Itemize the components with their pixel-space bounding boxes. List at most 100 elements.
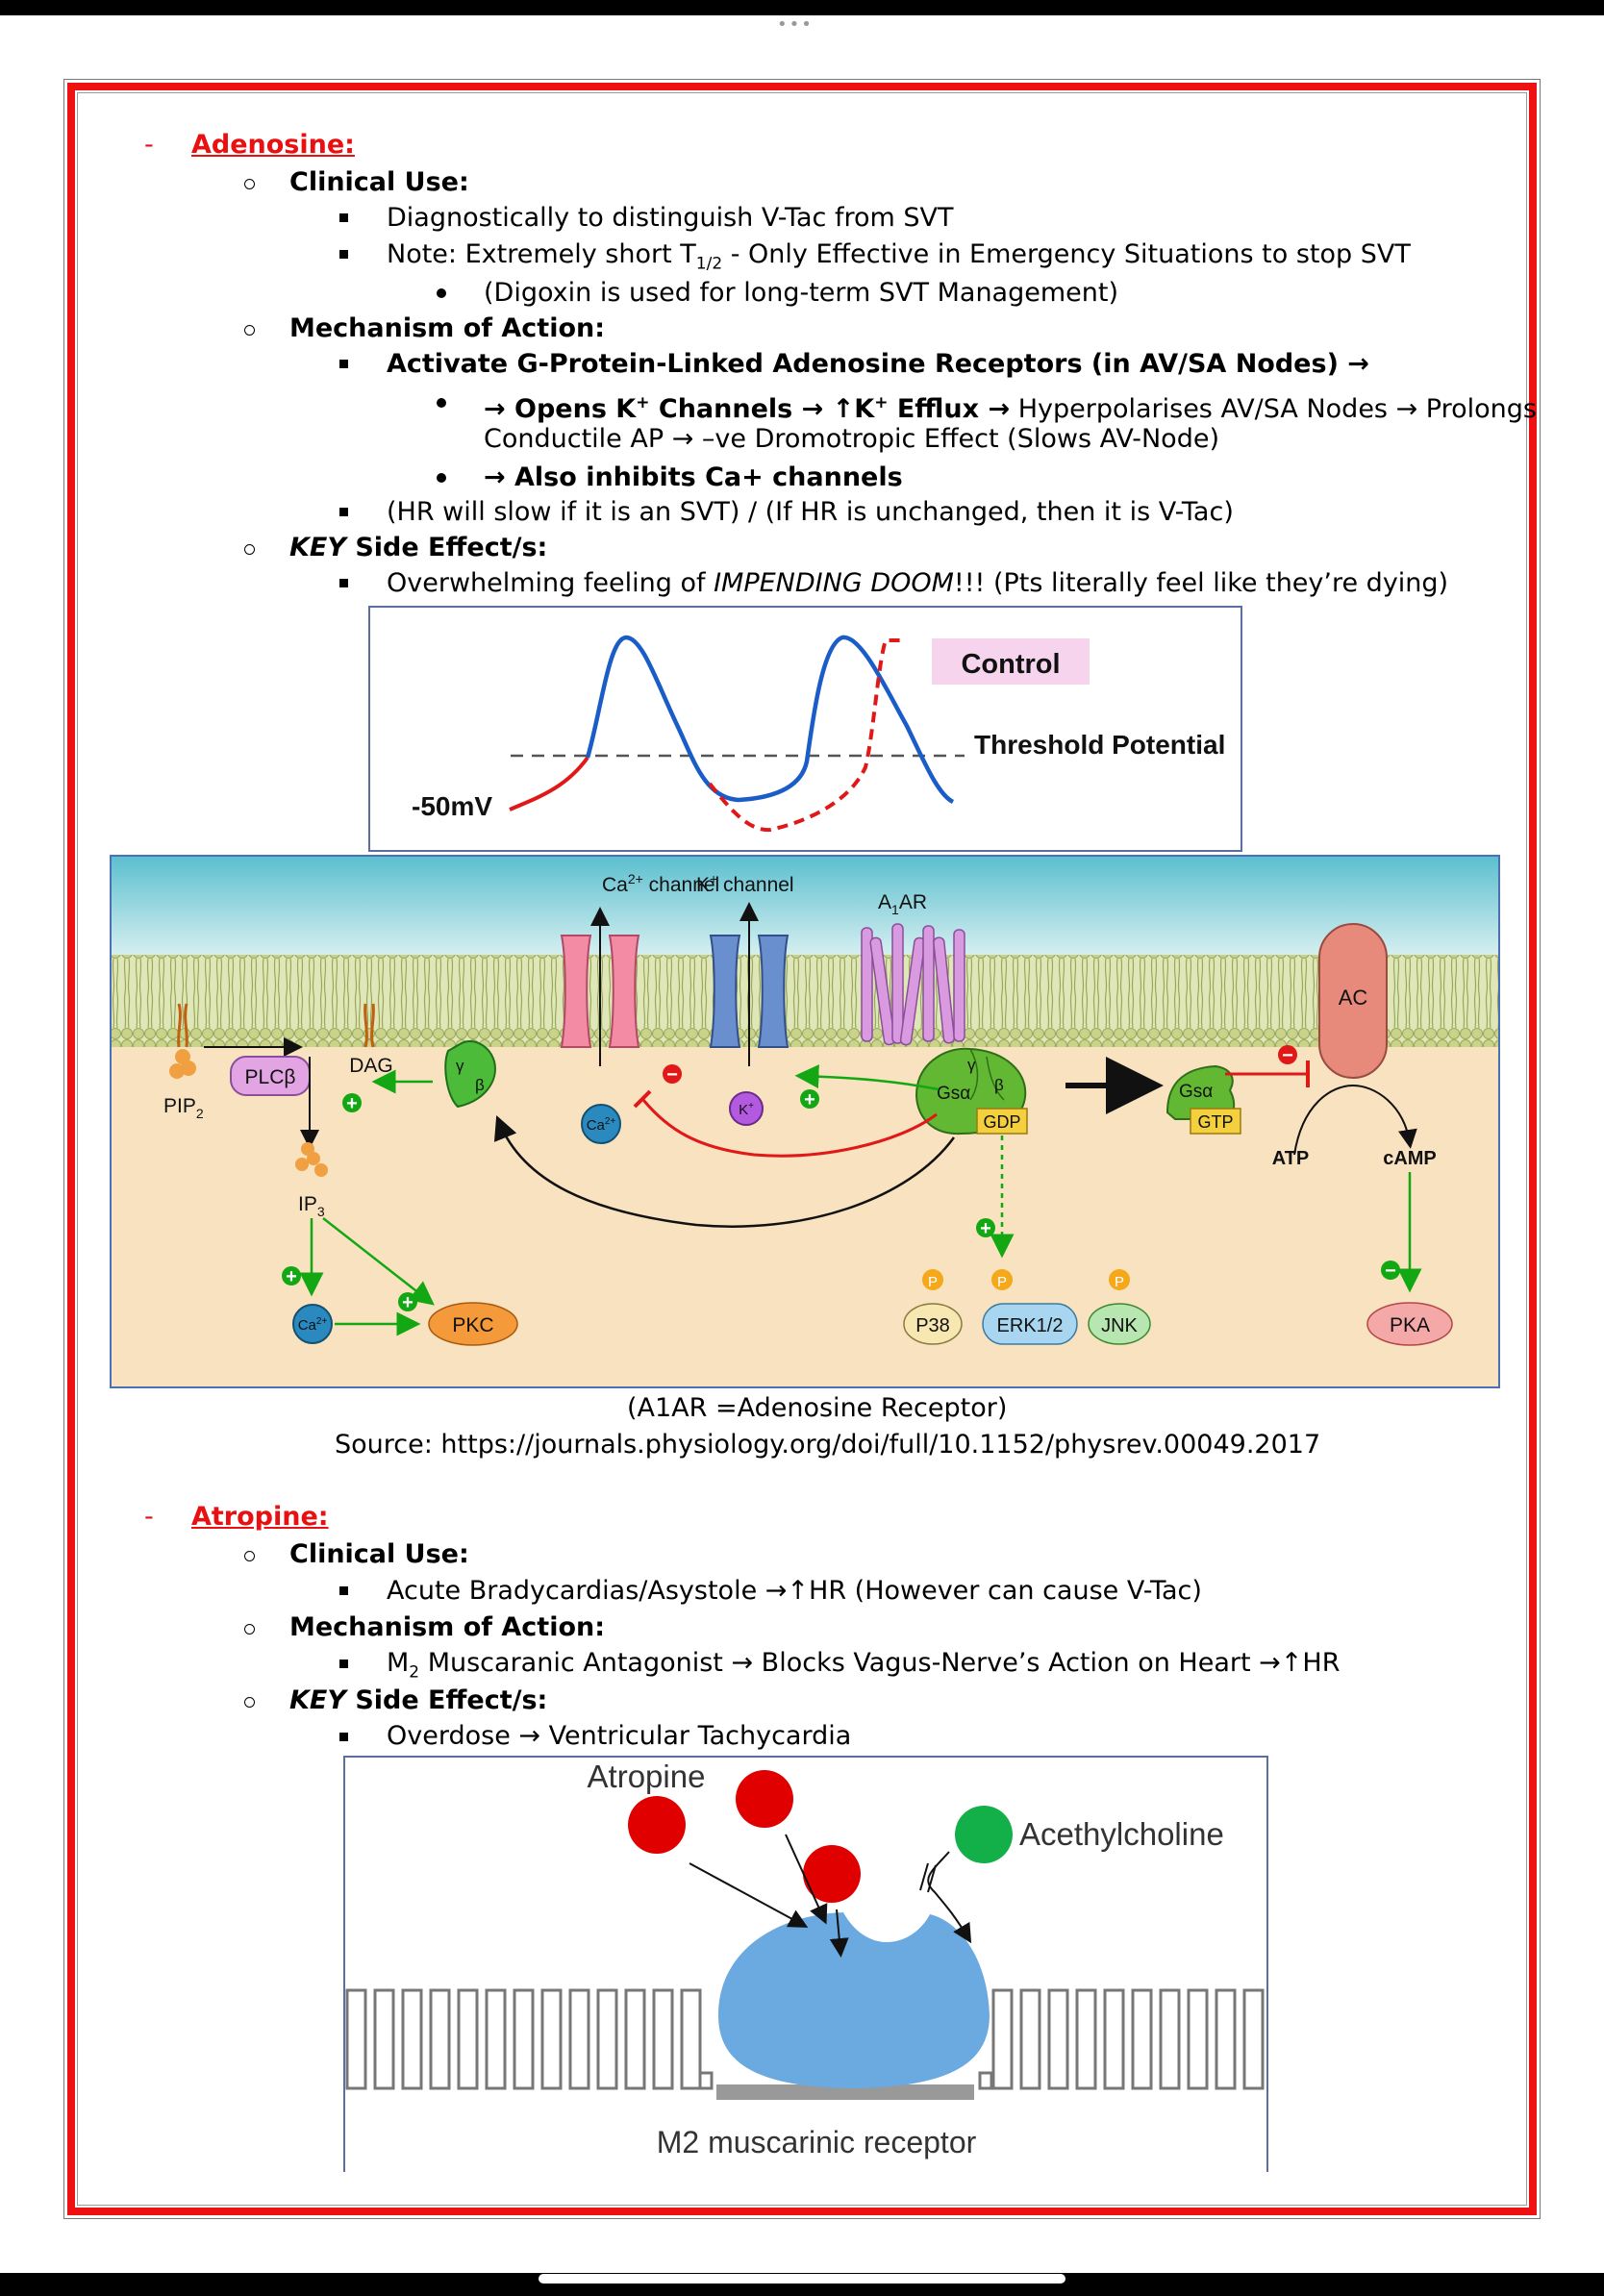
svg-text:+: + [980,1218,991,1239]
blue-normal-trace [585,635,955,805]
dag-lipid [363,1003,375,1048]
moa-item-hr: (HR will slow if it is an SVT) / (If HR … [387,497,1234,527]
list-marker-square [339,1586,348,1595]
figure-caption: (A1AR =Adenosine Receptor) [627,1393,1008,1423]
list-marker-bullet [437,398,446,408]
activate-sign [282,1266,301,1285]
voltage-label: -50mV [412,791,492,821]
gtp-box [1190,1108,1241,1135]
svg-text:K+: K+ [739,1101,754,1118]
blocked-mark [927,1864,937,1893]
list-marker-square [339,250,348,259]
figure-border [368,606,1242,852]
svg-text:+: + [346,1093,358,1114]
ca-channel [560,907,640,1066]
phospho-icon [1109,1269,1130,1290]
atp-label: ATP [1272,1148,1310,1169]
ip3-label: IP3 [298,1193,325,1219]
moa-subitem-ca: → Also inhibits Ca+ channels [484,462,903,492]
cell-membrane [112,955,1498,1047]
pka-label: PKA [1390,1314,1430,1336]
inhibit-sign [663,1064,682,1084]
inhibit-sign [1381,1260,1400,1280]
status-bar [0,0,1604,15]
dash-marker: - [144,130,154,160]
side-effect-item: Overwhelming feeling of IMPENDING DOOM!!… [387,568,1449,598]
more-dots-icon[interactable]: ••• [777,14,814,35]
control-label: Control [961,649,1060,680]
g-to-beta-gamma-arrow [493,1115,956,1228]
k-channel [709,902,789,1066]
list-marker-bullet [437,288,446,298]
clinical-use-label: Clinical Use: [289,167,469,197]
pkc-node [428,1302,518,1346]
atropine-arrow [829,1909,849,1958]
side-effects-label: KEY Side Effect/s: [289,533,548,562]
svg-text:−: − [1282,1045,1293,1066]
atropine-clinical-use-label: Clinical Use: [289,1539,469,1569]
ca-channel-label: Ca2+ channel [602,871,719,896]
beta-gamma-subunit [444,1040,496,1109]
svg-text:+: + [286,1266,297,1287]
atropine-label: Atropine [588,1759,706,1794]
adenylyl-cyclase [1318,923,1388,1079]
list-marker-circle [244,1624,255,1635]
ip3-to-pkc-arrow [322,1217,435,1306]
figure-source: Source: https://journals.physiology.org/… [335,1430,1321,1460]
blocked-mark [919,1862,929,1891]
page-frame-outer [63,79,1541,2219]
plcb-label: PLCβ [245,1066,296,1088]
ac-label: AC [1339,986,1368,1010]
atp-to-camp-arrow [1293,1084,1417,1156]
control-label-bg [932,638,1090,685]
membrane-right [978,1988,1265,2090]
inhibit-sign [1278,1045,1297,1064]
membrane-left [345,1988,714,2090]
acetylcholine-molecule [955,1806,1013,1863]
list-marker-square [339,508,348,516]
red-depolarization-trace [509,756,589,811]
jnk-node [1088,1303,1151,1345]
pka-node [1366,1302,1453,1346]
list-marker-square [339,1660,348,1668]
svg-text:Gsα: Gsα [1179,1082,1213,1102]
a1ar-label: A1AR [878,891,927,917]
erk-node [982,1303,1078,1345]
atropine-clinical-use-item: Acute Bradycardias/Asystole →↑HR (Howeve… [387,1576,1202,1606]
svg-text:+: + [402,1292,414,1313]
adenosine-signalling-figure: Ca2+ channel K+ channel A1AR AC ATP cAMP… [110,855,1500,1388]
action-potential-figure: Control Threshold Potential -50mV [368,606,1242,852]
adenosine-heading: Adenosine: [191,130,355,160]
phospho-icon [922,1269,943,1290]
acetylcholine-label: Acethylcholine [1019,1816,1224,1852]
ip3-molecule [295,1142,328,1177]
list-marker-square [339,213,348,222]
dash-marker: - [144,1502,154,1532]
svg-text:β: β [475,1076,485,1094]
threshold-label: Threshold Potential [974,730,1225,760]
gdp-label: GDP [983,1112,1020,1132]
list-marker-circle [244,1697,255,1708]
ca-ion-cytosol [292,1304,333,1344]
page-frame-red-border [67,83,1537,2215]
svg-text:−: − [1385,1260,1396,1282]
home-indicator[interactable] [539,2274,1065,2284]
atropine-molecule [803,1845,861,1903]
gdp-box [976,1108,1028,1135]
atropine-side-effects-label: KEY Side Effect/s: [289,1685,548,1715]
dag-label: DAG [349,1055,393,1077]
svg-text:+: + [804,1089,815,1111]
list-marker-circle [244,179,255,189]
a1ar-receptor [861,923,965,1046]
gsa-label: Gsα [937,1084,970,1104]
svg-text:Ca2+: Ca2+ [298,1316,328,1334]
activate-sign [976,1218,995,1237]
pip2-label: PIP2 [163,1095,204,1121]
p38-node [903,1303,963,1345]
note-item: Note: Extremely short T1/2 - Only Effect… [387,239,1411,274]
m2-receptor-figure: Atropine Acethylcholine M2 muscarinic re… [343,1756,1268,2172]
camp-label: cAMP [1383,1148,1437,1169]
clinical-use-item: Diagnostically to distinguish V-Tac from… [387,203,954,233]
pip2-lipid [169,1003,196,1079]
jnk-label: JNK [1101,1315,1138,1336]
